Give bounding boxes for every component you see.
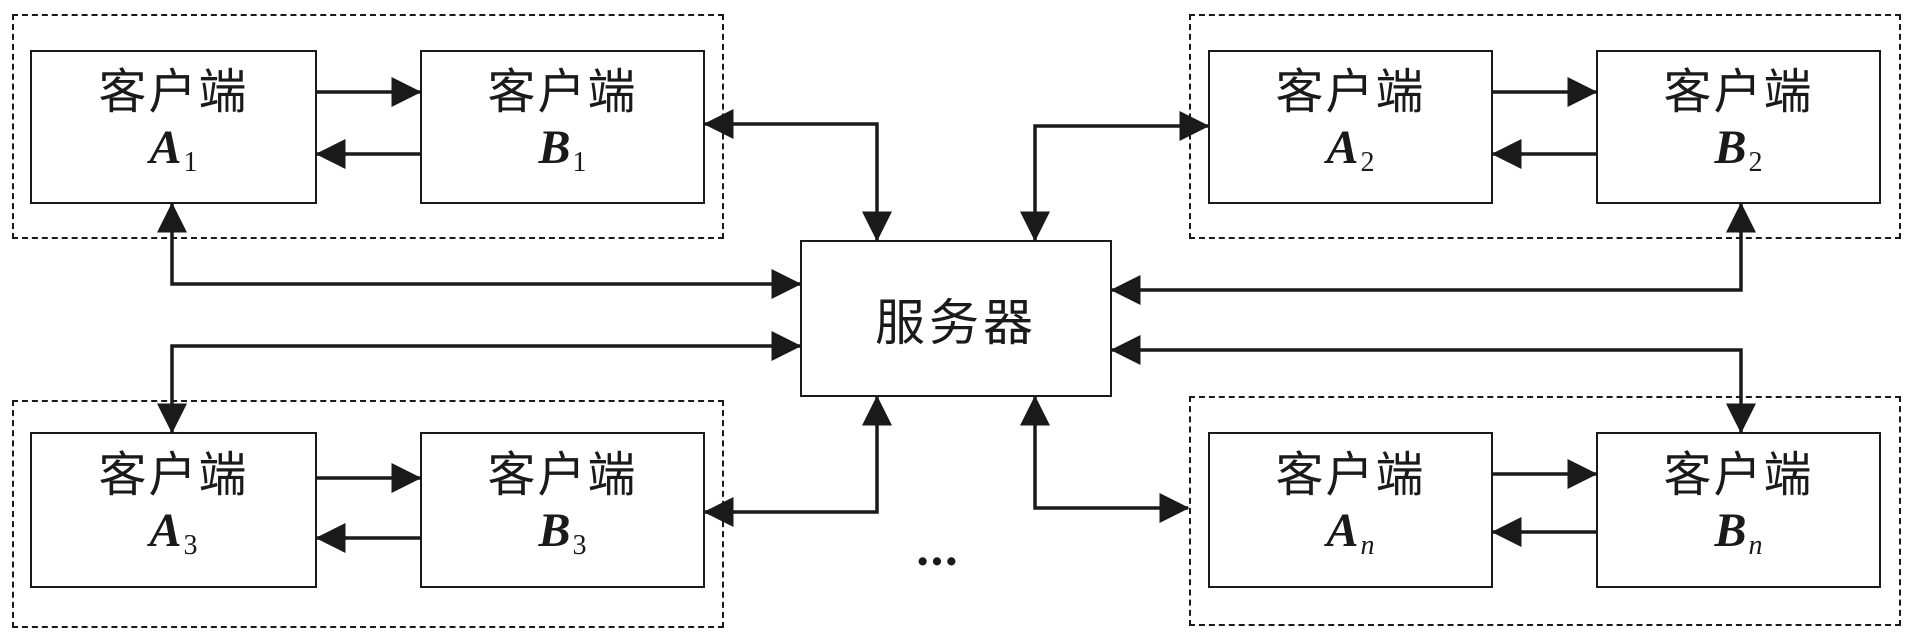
client-b2: 客户端 B2 — [1596, 50, 1881, 204]
link-bn-server — [1110, 335, 1756, 434]
group-2-frame — [1189, 14, 1901, 239]
server-box: 服务器 — [800, 240, 1112, 397]
client-b1: 客户端 B1 — [420, 50, 705, 204]
client-b1-id: B1 — [538, 120, 587, 178]
client-an-id: An — [1326, 503, 1375, 561]
client-b1-name: 客户端 — [487, 63, 638, 120]
group-1-frame — [12, 14, 724, 239]
client-a2-name: 客户端 — [1275, 63, 1426, 120]
client-a3-name: 客户端 — [98, 446, 249, 503]
client-a2: 客户端 A2 — [1208, 50, 1493, 204]
client-an-name: 客户端 — [1275, 446, 1426, 503]
link-an-server — [1020, 395, 1190, 523]
client-a2-id: A2 — [1326, 120, 1375, 178]
link-b2-server — [1110, 202, 1756, 305]
client-b2-id: B2 — [1714, 120, 1763, 178]
group-3-frame — [12, 400, 724, 628]
client-b3-id: B3 — [538, 503, 587, 561]
ellipsis: … — [915, 525, 959, 576]
group-n-frame — [1189, 396, 1901, 626]
server-label: 服务器 — [875, 293, 1037, 352]
client-a1: 客户端 A1 — [30, 50, 317, 204]
client-a3: 客户端 A3 — [30, 432, 317, 588]
link-b3-server — [703, 395, 892, 527]
link-b1-server — [703, 109, 892, 242]
client-a3-id: A3 — [149, 503, 198, 561]
client-bn: 客户端 Bn — [1596, 432, 1881, 588]
client-b3: 客户端 B3 — [420, 432, 705, 588]
link-a1-server — [157, 202, 802, 299]
client-b2-name: 客户端 — [1663, 63, 1814, 120]
link-a3-server — [157, 331, 802, 434]
client-an: 客户端 An — [1208, 432, 1493, 588]
client-a1-name: 客户端 — [98, 63, 249, 120]
client-b3-name: 客户端 — [487, 446, 638, 503]
link-a2-server — [1020, 111, 1210, 242]
client-bn-name: 客户端 — [1663, 446, 1814, 503]
client-bn-id: Bn — [1714, 503, 1763, 561]
client-a1-id: A1 — [149, 120, 198, 178]
